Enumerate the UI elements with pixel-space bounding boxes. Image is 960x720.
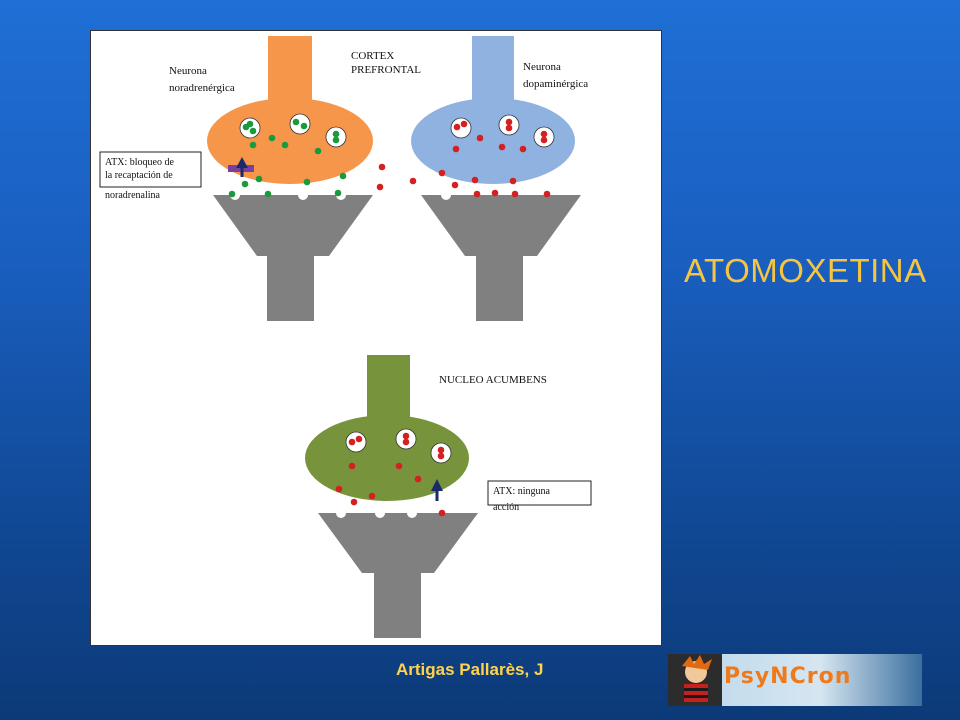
- noradrenergic-neuron: [207, 36, 373, 184]
- receptor-sites: [230, 190, 451, 518]
- accumbens-label: NUCLEO ACUMBENS: [439, 374, 547, 386]
- atx-cortex-line-1: ATX: bloqueo de: [105, 157, 174, 168]
- cortex-label-line-1: CORTEX: [351, 50, 394, 62]
- author-credit: Artigas Pallarès, J: [396, 660, 544, 679]
- dopaminergic-label-line-1: Neurona: [523, 61, 561, 73]
- psyncron-logo: PsyNCron: [668, 654, 922, 706]
- logo-text: PsyNCron: [724, 664, 852, 689]
- vesicles-dopaminergic: [450, 114, 555, 153]
- atx-accumbens-line-2: acción: [493, 502, 519, 513]
- postsynaptic-neuron-left: [213, 195, 373, 321]
- dopamine-molecules: [376, 163, 551, 198]
- cortex-label-line-2: PREFRONTAL: [351, 64, 421, 76]
- vesicles-accumbens: [345, 428, 452, 483]
- noradrenergic-label-line-1: Neurona: [169, 65, 207, 77]
- slide-title: ATOMOXETINA: [684, 252, 927, 289]
- reuptake-blocker: [228, 157, 254, 177]
- synapse-diagram: ATX: bloqueo de la recaptación de noradr…: [99, 36, 592, 638]
- accumbens-dopamine-molecules: [335, 485, 446, 517]
- diagram-panel: ATX: bloqueo de la recaptación de noradr…: [90, 30, 662, 646]
- accumbens-reuptake-arrow: [431, 479, 443, 501]
- dopaminergic-label-line-2: dopaminérgica: [523, 78, 588, 90]
- dopaminergic-neuron: [411, 36, 575, 184]
- atx-cortex-line-2: la recaptación de: [105, 170, 173, 181]
- accumbens-presynaptic-neuron: [305, 355, 469, 501]
- atx-cortex-line-3: noradrenalina: [105, 190, 161, 201]
- postsynaptic-neuron-right: [421, 195, 581, 321]
- accumbens-postsynaptic-neuron: [318, 513, 478, 638]
- atx-accumbens-line-1: ATX: ninguna: [493, 486, 551, 497]
- atx-cortex-box: ATX: bloqueo de la recaptación de noradr…: [99, 151, 202, 201]
- noradrenergic-label-line-2: noradrenérgica: [169, 82, 235, 94]
- atx-accumbens-box: ATX: ninguna acción: [487, 480, 592, 513]
- cartoon-mascot-icon: [668, 654, 722, 706]
- vesicles-noradrenergic: [239, 113, 347, 155]
